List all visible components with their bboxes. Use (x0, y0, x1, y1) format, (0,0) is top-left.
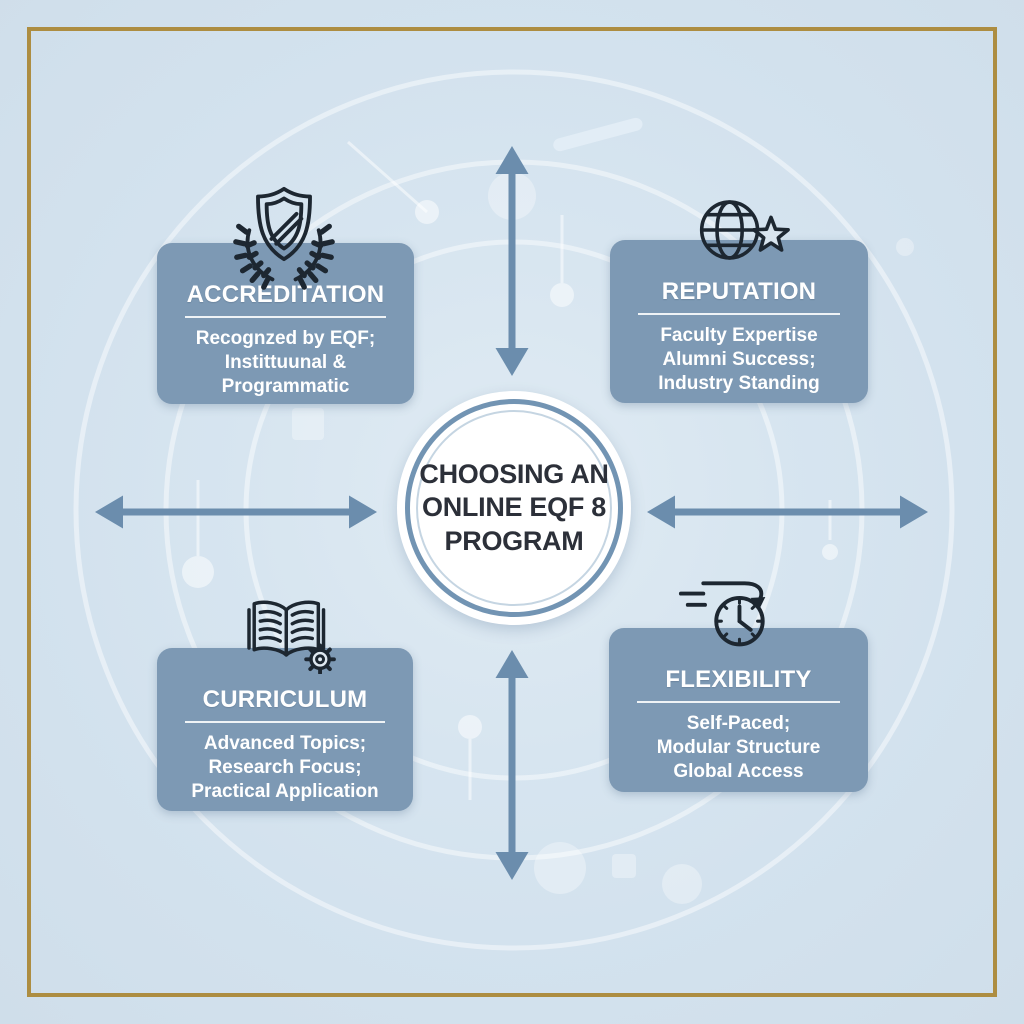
center-circle: CHOOSING AN ONLINE EQF 8 PROGRAM (397, 391, 631, 625)
heading-divider (185, 316, 386, 318)
diagram-title-line: ONLINE EQF 8 (422, 492, 606, 523)
flexibility-text-line: Modular Structure (656, 736, 821, 758)
reputation-text-line: Faculty Expertise (660, 325, 818, 346)
accreditation-text-line: Programmatic (221, 375, 350, 397)
curriculum-text-line: Practical Application (191, 780, 379, 802)
card-flexibility: FLEXIBILITY Self-Paced; Modular Structur… (609, 628, 868, 792)
reputation-text-line: Alumni Success; (662, 348, 816, 370)
accreditation-text-line: Recognzed by EQF; (195, 328, 376, 349)
arrow-up (495, 146, 529, 376)
reputation-heading: REPUTATION (661, 278, 817, 305)
card-accreditation: ACCREDITATION Recognzed by EQF; Instittu… (157, 243, 414, 404)
arrow-left (95, 495, 377, 529)
diagram-title: CHOOSING AN ONLINE EQF 8 PROGRAM (419, 458, 609, 558)
curriculum-text-line: Research Focus; (208, 756, 362, 778)
card-curriculum: CURRICULUM Advanced Topics; Research Foc… (157, 648, 413, 811)
flexibility-text-line: Global Access (673, 760, 804, 782)
flexibility-text-line: Self-Paced; (686, 713, 791, 734)
arrow-down (495, 650, 529, 880)
curriculum-heading: CURRICULUM (202, 686, 368, 713)
flexibility-heading: FLEXIBILITY (665, 666, 812, 693)
heading-divider (185, 721, 385, 723)
heading-divider (637, 701, 840, 703)
shield-laurel-icon (233, 186, 335, 290)
accreditation-heading: ACCREDITATION (186, 281, 385, 308)
diagram-title-line: CHOOSING AN (419, 458, 609, 489)
book-gear-icon (247, 600, 336, 674)
accreditation-text-line: Instittuunal & (224, 351, 347, 373)
globe-star-icon (699, 200, 790, 260)
center-circle-ring (405, 399, 623, 617)
center-circle-inner-ring (416, 410, 612, 606)
heading-divider (638, 313, 840, 315)
arrow-right (647, 495, 928, 529)
clock-speed-icon (678, 581, 766, 647)
reputation-text-line: Industry Standing (658, 372, 820, 394)
curriculum-text-line: Advanced Topics; (203, 733, 367, 754)
card-reputation: REPUTATION Faculty Expertise Alumni Succ… (610, 240, 868, 403)
diagram-title-line: PROGRAM (444, 525, 584, 556)
